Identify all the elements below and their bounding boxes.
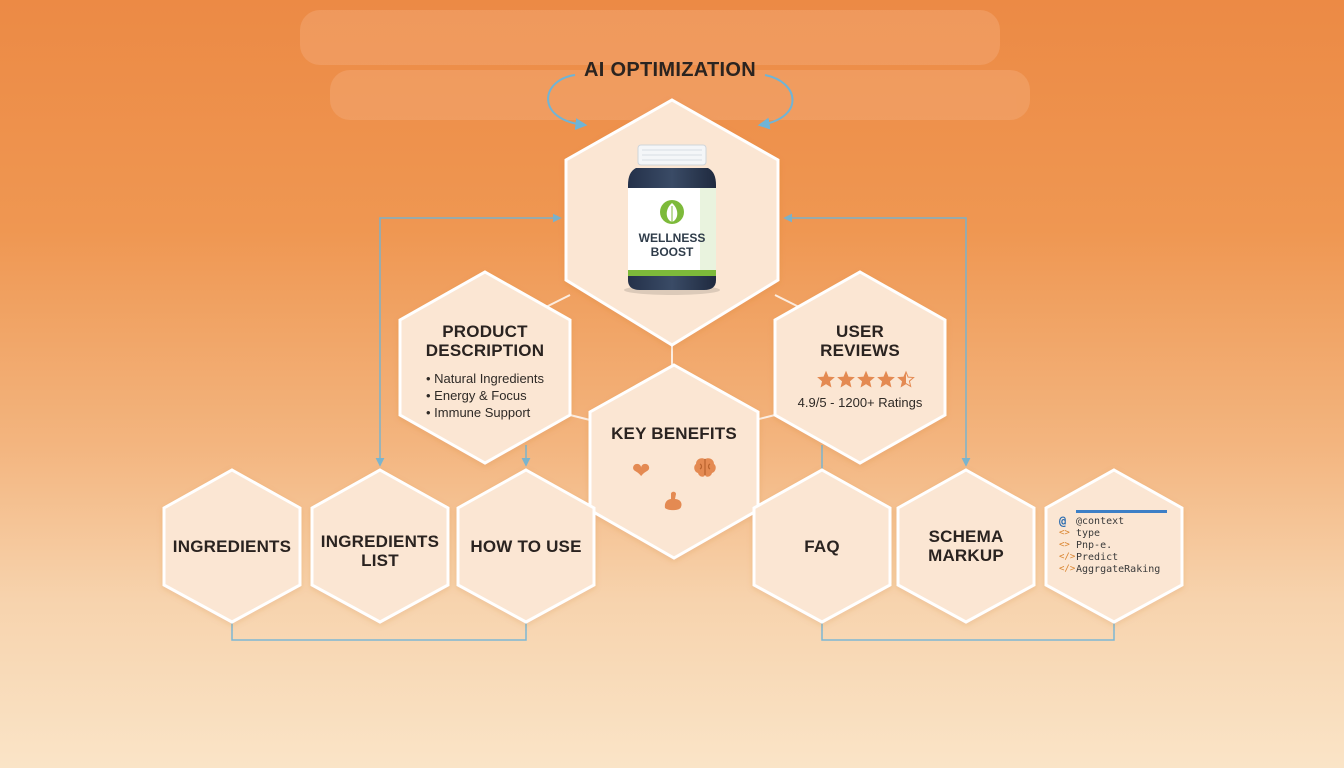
star-fill [858,372,874,387]
ingredients-list-title-line1: INGREDIENTS [320,532,440,551]
code-line: @ @context [1059,514,1167,528]
bullet-item: Natural Ingredients [426,370,560,387]
code-tag-icon: </> [1059,564,1076,574]
product-label: WELLNESS BOOST [628,231,716,259]
code-tag-icon: <> [1059,540,1070,550]
star-fill [898,372,906,387]
user-reviews-title-line1: USER [835,322,885,341]
ingredients-list-title-line2: LIST [361,551,399,570]
bullet-item: Energy & Focus [426,387,560,404]
key-benefits-title: KEY BENEFITS [611,424,737,443]
user-reviews-title-line2: REVIEWS [820,341,900,360]
code-tag-icon: </> [1059,552,1076,562]
product-label-line2: BOOST [650,245,694,259]
product-description-bullets: Natural Ingredients Energy & Focus Immun… [426,370,560,421]
star-fill [878,372,894,387]
hex-ingredients [162,468,302,624]
ingredients-list-node[interactable]: INGREDIENTS LIST [318,532,442,570]
hex-schema-code [1044,468,1184,624]
brain-icon [692,456,718,486]
at-icon: @ [1059,514,1067,528]
faq-node[interactable]: FAQ [804,537,840,556]
product-description-title-line2: DESCRIPTION [425,341,545,360]
schema-markup-node[interactable]: SCHEMA MARKUP [904,527,1028,565]
key-benefits-node[interactable]: KEY BENEFITS [600,424,748,443]
schema-code-snippet: @ @context <> type <> Pnp-e. </>Predict </>… [1059,510,1167,575]
cycle-arrow-left [547,74,588,131]
code-text: type [1076,527,1101,539]
bullet-item: Immune Support [426,404,560,421]
ai-optimization-title: AI OPTIMIZATION [584,59,756,81]
user-reviews-node[interactable]: USER REVIEWS 4.9/5 - 1200+ Ratings [785,322,935,411]
code-line: <> type [1059,527,1167,539]
product-bottle-image [624,144,720,295]
cycle-arrow-right [757,74,794,130]
user-reviews-rating-text: 4.9/5 - 1200+ Ratings [797,395,923,410]
product-description-node[interactable]: PRODUCT DESCRIPTION Natural Ingredients … [410,322,560,421]
code-tag-icon: <> [1059,528,1070,538]
product-label-line1: WELLNESS [638,231,706,245]
muscle-icon [660,488,686,520]
code-line: </>AggrgateRaking [1059,563,1167,575]
code-line: <> Pnp-e. [1059,539,1167,551]
heart-icon: ❤ [632,458,651,483]
code-text: @context [1076,515,1125,527]
how-to-use-node[interactable]: HOW TO USE [470,537,582,556]
hex-key-benefits [588,363,760,560]
code-line: </>Predict [1059,551,1167,563]
schema-markup-title-line2: MARKUP [928,546,1004,565]
star-fill [818,372,834,387]
code-text: Predict [1076,551,1119,563]
hex-user-reviews [773,270,947,465]
code-text: Pnp-e. [1076,539,1113,551]
cycle-arrows [547,74,794,131]
code-header-bar [1076,510,1167,513]
blurred-header-band [300,10,1030,120]
product-description-title-line1: PRODUCT [442,322,528,341]
ingredients-node[interactable]: INGREDIENTS [172,537,292,556]
schema-markup-title-line1: SCHEMA [928,527,1004,546]
star-fill [838,372,854,387]
rating-stars [817,370,915,388]
code-text: AggrgateRaking [1076,563,1161,575]
hex-schema-markup [896,468,1036,624]
connector-lines [231,213,1115,641]
hex-faq [752,468,892,624]
hex-ingredients-list [310,468,450,624]
hex-how-to-use [456,468,596,624]
